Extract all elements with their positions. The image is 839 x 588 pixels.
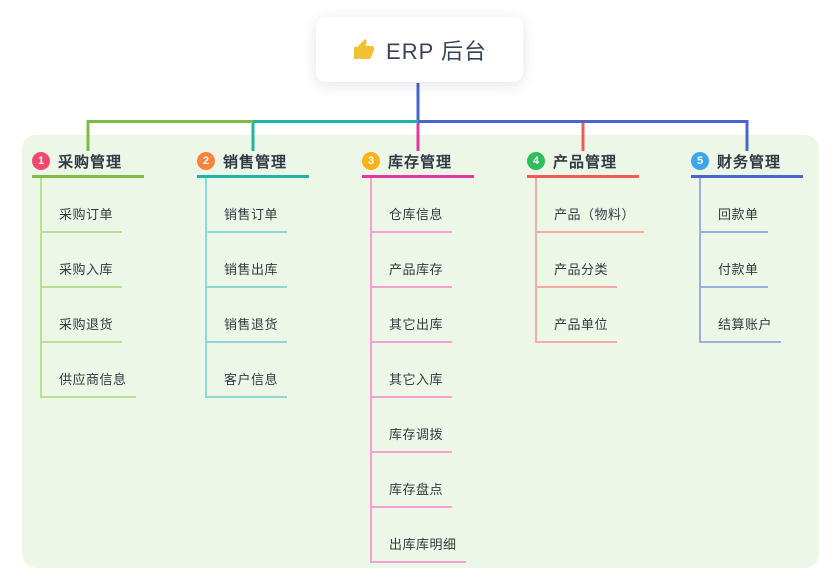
branch-node-inventory-management[interactable]: 3 库存管理 (362, 150, 474, 178)
child-node-row: 客户信息 (207, 343, 309, 398)
child-node[interactable]: 库存盘点 (372, 479, 453, 508)
child-node[interactable]: 产品单位 (537, 314, 618, 343)
child-node-row: 采购订单 (42, 178, 144, 233)
branch-children-sales-management: 销售订单销售出库销售退货客户信息 (205, 178, 309, 398)
child-node-row: 销售出库 (207, 233, 309, 288)
branch-node-purchase-management[interactable]: 1 采购管理 (32, 150, 144, 178)
branch-number-badge: 5 (691, 152, 709, 170)
child-node[interactable]: 采购订单 (42, 204, 123, 233)
child-node[interactable]: 库存调拨 (372, 424, 453, 453)
branch-number-badge: 3 (362, 152, 380, 170)
branch-node-finance-management[interactable]: 5 财务管理 (691, 150, 803, 178)
child-node[interactable]: 其它入库 (372, 369, 453, 398)
root-node-label: ERP 后台 (386, 38, 487, 64)
child-node-row: 回款单 (701, 178, 803, 233)
child-node-row: 库存盘点 (372, 453, 474, 508)
child-node[interactable]: 出库库明细 (372, 534, 466, 563)
child-node[interactable]: 采购入库 (42, 259, 123, 288)
child-node[interactable]: 其它出库 (372, 314, 453, 343)
child-node[interactable]: 产品（物料） (537, 204, 645, 233)
child-node-row: 付款单 (701, 233, 803, 288)
branch-node-label: 销售管理 (223, 153, 288, 171)
branch-children-purchase-management: 采购订单采购入库采购退货供应商信息 (40, 178, 144, 398)
child-node-row: 出库库明细 (372, 508, 474, 563)
branch-node-label: 产品管理 (553, 153, 618, 171)
branch-children-finance-management: 回款单付款单结算账户 (699, 178, 803, 343)
thumbs-up-glyph (354, 38, 375, 59)
child-node-row: 产品（物料） (537, 178, 645, 233)
child-node-row: 供应商信息 (42, 343, 144, 398)
child-node[interactable]: 采购退货 (42, 314, 123, 343)
branch-children-product-management: 产品（物料） 产品分类产品单位 (535, 178, 645, 343)
branch-node-sales-management[interactable]: 2 销售管理 (197, 150, 309, 178)
thumbs-up-icon (354, 38, 375, 59)
branch-number-badge: 2 (197, 152, 215, 170)
child-node[interactable]: 付款单 (701, 259, 768, 288)
child-node-row: 库存调拨 (372, 398, 474, 453)
child-node[interactable]: 产品库存 (372, 259, 453, 288)
child-node-row: 结算账户 (701, 288, 803, 343)
child-node-row: 仓库信息 (372, 178, 474, 233)
branch-product-management: 4 产品管理产品（物料） 产品分类产品单位 (527, 150, 645, 343)
child-node-row: 采购退货 (42, 288, 144, 343)
branch-node-label: 采购管理 (58, 153, 123, 171)
mindmap-background-panel (22, 135, 819, 568)
child-node-row: 产品单位 (537, 288, 644, 343)
child-node-row: 其它出库 (372, 288, 474, 343)
branch-number-badge: 4 (527, 152, 545, 170)
child-node-row: 产品库存 (372, 233, 474, 288)
child-node-row: 销售退货 (207, 288, 309, 343)
child-node[interactable]: 仓库信息 (372, 204, 453, 233)
branch-sales-management: 2 销售管理销售订单销售出库销售退货客户信息 (197, 150, 309, 398)
child-node[interactable]: 销售订单 (207, 204, 288, 233)
child-node-row: 销售订单 (207, 178, 309, 233)
branch-finance-management: 5 财务管理回款单付款单结算账户 (691, 150, 803, 343)
child-node-row: 采购入库 (42, 233, 144, 288)
child-node[interactable]: 结算账户 (701, 314, 782, 343)
child-node[interactable]: 销售出库 (207, 259, 288, 288)
branch-node-product-management[interactable]: 4 产品管理 (527, 150, 639, 178)
root-node-erp[interactable]: ERP 后台 (316, 17, 523, 82)
child-node[interactable]: 销售退货 (207, 314, 288, 343)
branch-node-label: 财务管理 (717, 153, 782, 171)
child-node[interactable]: 产品分类 (537, 259, 618, 288)
child-node[interactable]: 客户信息 (207, 369, 288, 398)
branch-node-label: 库存管理 (388, 153, 453, 171)
branch-number-badge: 1 (32, 152, 50, 170)
child-node[interactable]: 回款单 (701, 204, 768, 233)
branch-purchase-management: 1 采购管理采购订单采购入库采购退货供应商信息 (32, 150, 144, 398)
child-node-row: 其它入库 (372, 343, 474, 398)
branch-inventory-management: 3 库存管理仓库信息产品库存其它出库其它入库库存调拨库存盘点出库库明细 (362, 150, 474, 563)
branch-children-inventory-management: 仓库信息产品库存其它出库其它入库库存调拨库存盘点出库库明细 (370, 178, 474, 563)
child-node-row: 产品分类 (537, 233, 644, 288)
child-node[interactable]: 供应商信息 (42, 369, 136, 398)
